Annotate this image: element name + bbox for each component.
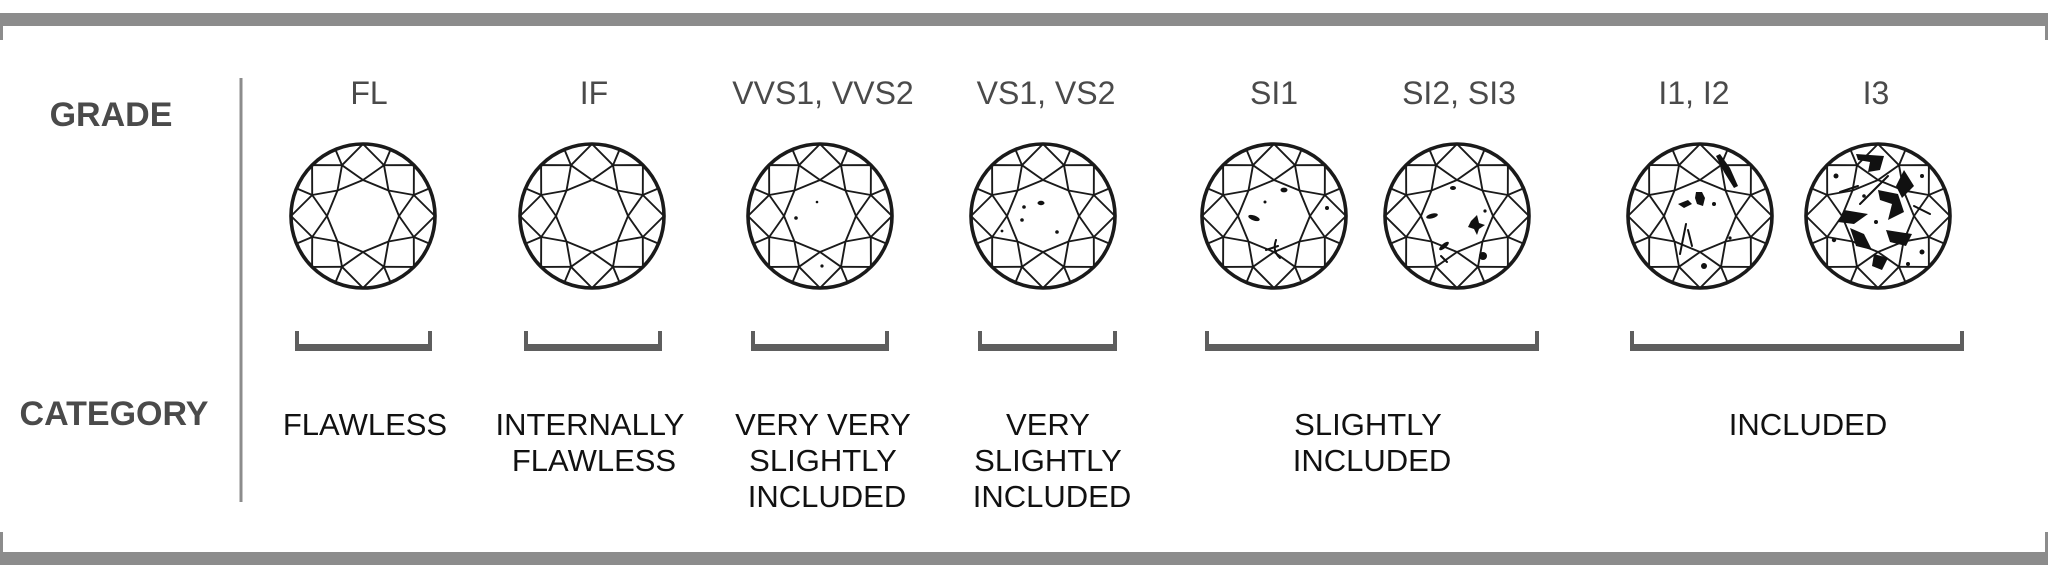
bracket-internally-flawless <box>524 331 662 351</box>
category-labels: FLAWLESS INTERNALLY FLAWLESS VERY VERY S… <box>283 407 1887 514</box>
grade-label-vs: VS1, VS2 <box>977 75 1116 111</box>
inclusions-si1 <box>1248 187 1329 259</box>
category-row-label: CATEGORY <box>20 395 209 433</box>
grade-label-vvs: VVS1, VVS2 <box>732 75 913 111</box>
frame-bottom-bar <box>0 552 2048 565</box>
frame <box>0 13 2048 565</box>
diamond-i1-i2 <box>1626 142 1774 290</box>
inclusions-i1-i2 <box>1678 154 1738 269</box>
category-vs: VERY SLIGHTLY INCLUDED <box>973 407 1131 514</box>
category-internally-flawless: INTERNALLY FLAWLESS <box>496 407 693 478</box>
diamond-if <box>518 142 666 290</box>
bracket-vs <box>978 331 1117 351</box>
diamonds <box>289 142 1952 290</box>
frame-left-top-tick <box>0 13 3 40</box>
bracket-vvs <box>751 331 889 351</box>
grade-label-i3: I3 <box>1863 75 1890 111</box>
diamond-vvs <box>746 142 894 290</box>
grade-row-label: GRADE <box>50 96 173 134</box>
diamond-si2-si3 <box>1383 142 1531 290</box>
category-flawless: FLAWLESS <box>283 407 447 442</box>
category-included: INCLUDED <box>1729 407 1887 442</box>
inclusions-i3 <box>1831 154 1931 270</box>
diamond-fl <box>289 142 437 290</box>
inclusions-si2-si3 <box>1426 186 1487 263</box>
frame-right-top-tick <box>2045 13 2048 40</box>
inclusions-vs <box>1000 200 1059 234</box>
frame-right-bottom-tick <box>2045 532 2048 565</box>
inclusions-vvs <box>794 200 824 268</box>
diamond-si1 <box>1200 142 1348 290</box>
bracket-flawless <box>295 331 432 351</box>
frame-left-bottom-tick <box>0 532 3 565</box>
frame-top-bar <box>0 13 2048 26</box>
bracket-slightly-included <box>1205 331 1539 351</box>
category-vvs: VERY VERY SLIGHTLY INCLUDED <box>735 407 919 514</box>
category-slightly-included: SLIGHTLY INCLUDED <box>1293 407 1451 478</box>
grade-labels: FL IF VVS1, VVS2 VS1, VS2 SI1 SI2, SI3 I… <box>350 75 1889 111</box>
grade-label-i1-i2: I1, I2 <box>1658 75 1729 111</box>
diamond-i3 <box>1804 142 1952 290</box>
category-brackets <box>295 331 1964 351</box>
grade-label-if: IF <box>580 75 608 111</box>
bracket-included <box>1630 331 1964 351</box>
grade-label-si2-si3: SI2, SI3 <box>1402 75 1516 111</box>
grade-label-si1: SI1 <box>1250 75 1298 111</box>
diamond-vs <box>969 142 1117 290</box>
grade-label-fl: FL <box>350 75 387 111</box>
